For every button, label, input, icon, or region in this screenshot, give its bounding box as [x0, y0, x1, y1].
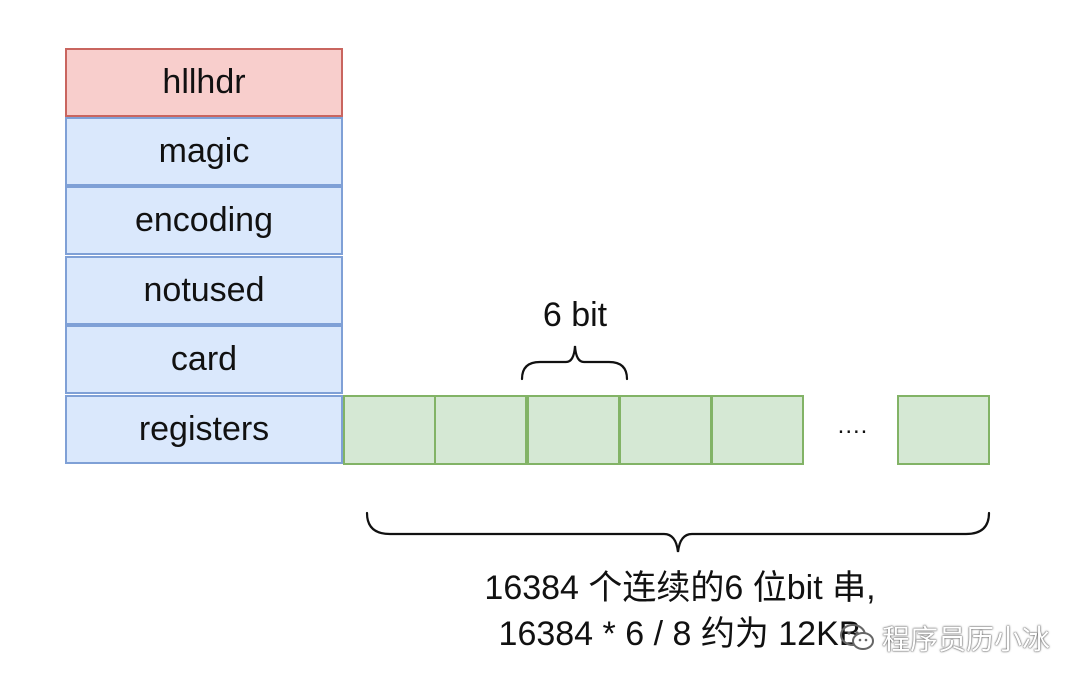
field-registers: registers	[65, 395, 343, 464]
field-magic: magic	[65, 117, 343, 186]
register-ellipsis: ....	[837, 412, 869, 439]
bit-width-label: 6 bit	[542, 296, 608, 334]
register-cell	[434, 395, 527, 465]
field-notused: notused	[65, 256, 343, 325]
large-brace-icon	[365, 511, 991, 553]
field-encoding: encoding	[65, 186, 343, 255]
field-card: card	[65, 325, 343, 394]
watermark: 程序员历小冰	[838, 618, 1050, 658]
field-hllhdr: hllhdr	[65, 48, 343, 117]
register-cell	[619, 395, 712, 465]
register-cell-last	[897, 395, 990, 465]
watermark-text: 程序员历小冰	[882, 624, 1051, 655]
wechat-icon	[840, 624, 874, 650]
registers-description-line-1: 16384 个连续的6 位bit 串,	[484, 569, 876, 607]
registers-description-line-2: 16384 * 6 / 8 约为 12KB	[498, 615, 862, 653]
register-cell	[711, 395, 804, 465]
small-brace-icon	[520, 345, 629, 381]
